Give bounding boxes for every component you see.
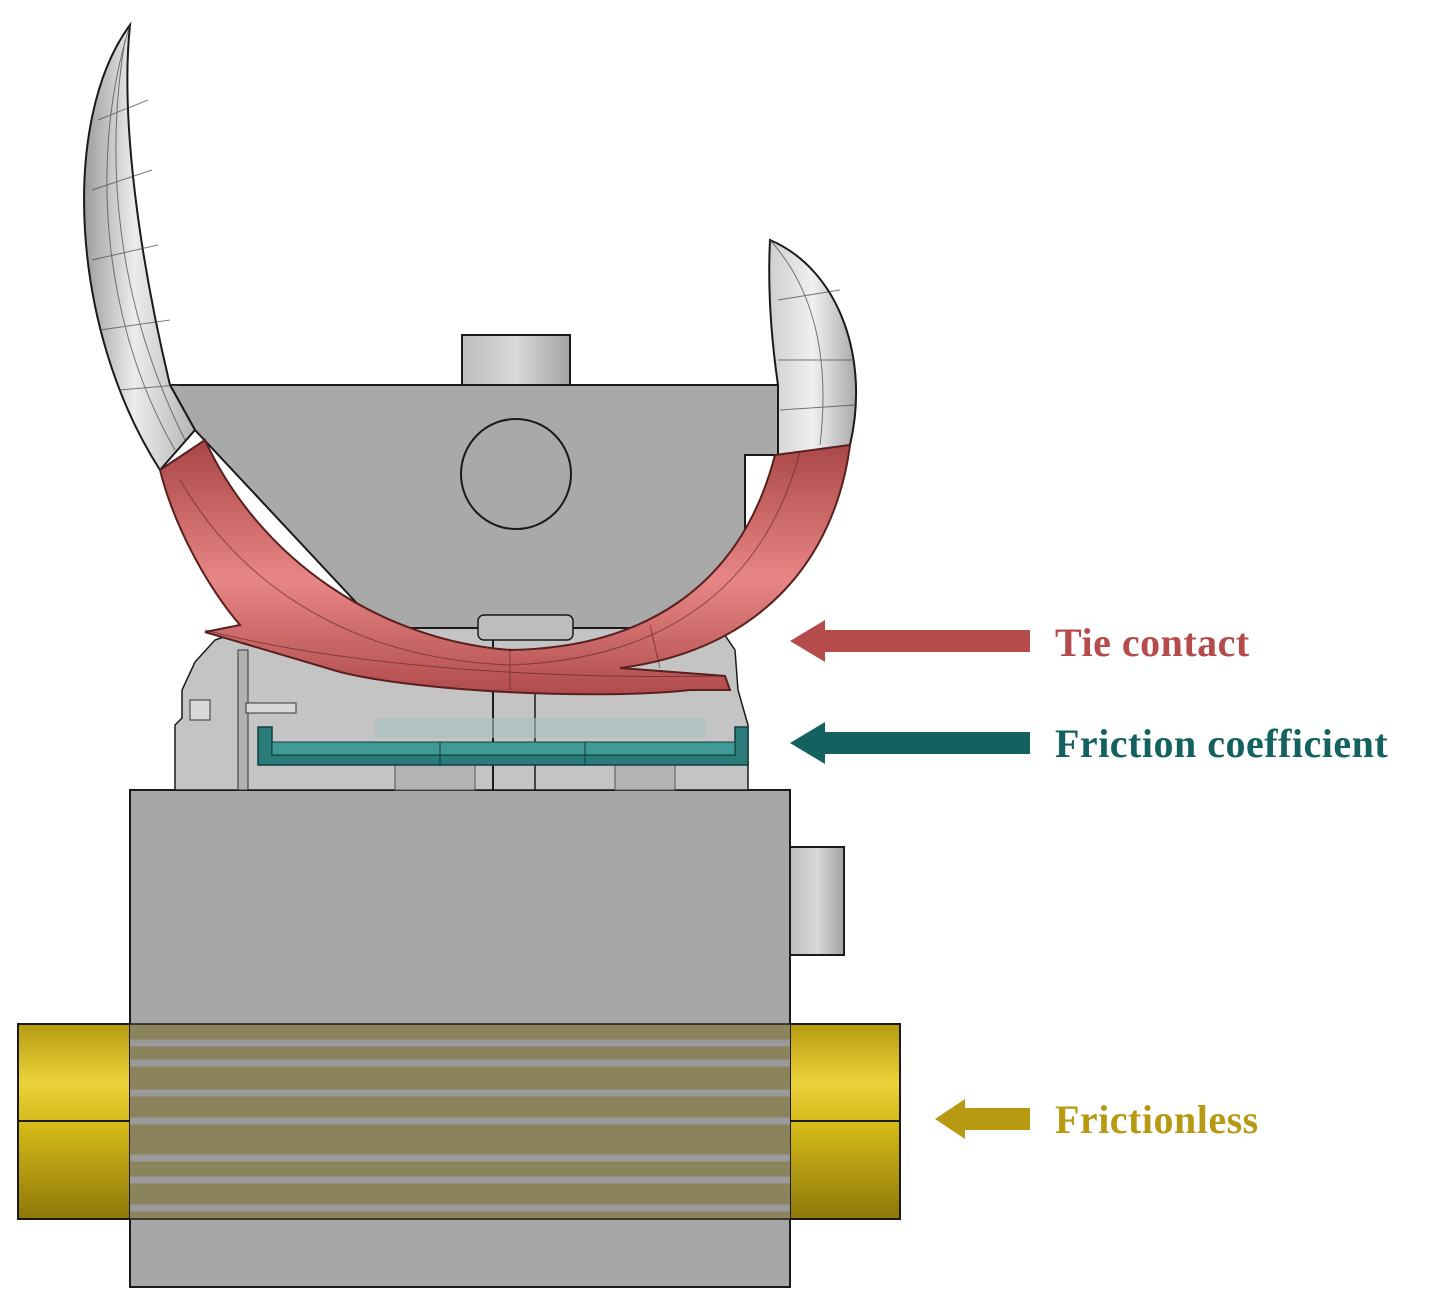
tie-contact-label: Tie contact <box>1055 620 1250 665</box>
frictionless-label: Frictionless <box>1055 1097 1259 1142</box>
lower-fixture <box>17 789 901 1288</box>
pin-hole <box>460 418 572 530</box>
left-condyle <box>83 21 197 472</box>
femoral-component <box>83 21 857 696</box>
friction-coefficient-arrow <box>790 722 1030 764</box>
frictionless-arrow <box>935 1099 1030 1139</box>
right-condyle <box>768 238 857 457</box>
tie-contact-surface <box>158 438 852 696</box>
tie-contact-arrow <box>790 620 1030 662</box>
frictionless-rod <box>17 1023 901 1220</box>
top-peg <box>461 334 571 386</box>
friction-coefficient-label: Friction coefficient <box>1055 721 1389 766</box>
side-knob <box>789 846 845 956</box>
